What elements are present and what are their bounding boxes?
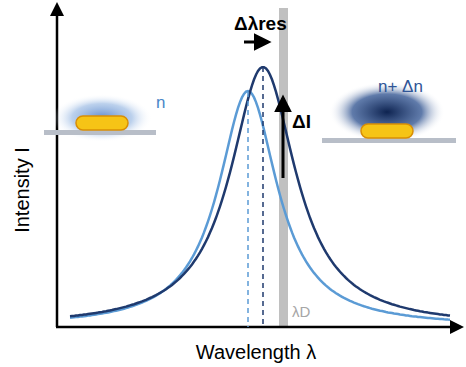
gold-nanorod xyxy=(76,116,128,130)
axis-title: Wavelength λ xyxy=(196,341,316,363)
refractive-index-label: n+ Δn xyxy=(378,78,423,97)
intensity-change-label: ΔI xyxy=(292,112,311,133)
refractive-index-label: n xyxy=(156,94,165,113)
shift-arrow xyxy=(244,41,268,44)
intensity-arrow xyxy=(282,98,285,178)
x-axis xyxy=(56,326,452,329)
y-axis-head xyxy=(50,2,64,16)
peak-marker xyxy=(247,92,249,327)
spectrum-before xyxy=(70,91,450,320)
wavelength-label: λD xyxy=(292,304,310,321)
gold-nanorod xyxy=(361,124,413,138)
axis-title: Intensity I xyxy=(11,147,33,233)
shift-label: Δλres xyxy=(234,14,287,35)
y-axis xyxy=(56,14,59,327)
detection-bar xyxy=(279,8,288,327)
x-axis-head xyxy=(450,320,464,334)
peak-marker xyxy=(262,67,264,327)
